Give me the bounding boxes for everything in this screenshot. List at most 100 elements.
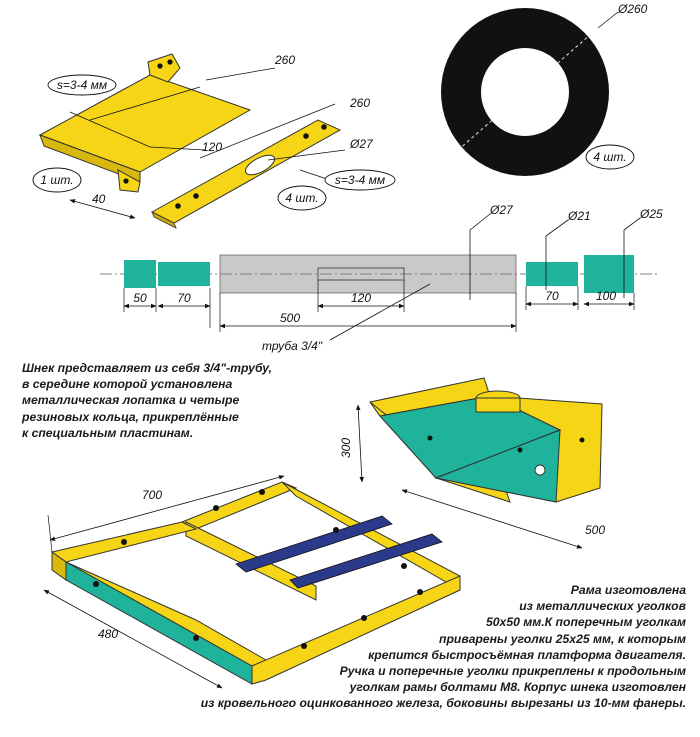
leader-line [149, 146, 206, 151]
frame-right-front [251, 575, 461, 685]
plate-width-label: 120 [202, 140, 222, 154]
ring-diameter-label: Ø260 [617, 2, 648, 16]
leader-line [545, 219, 569, 237]
bent-plate-part: s=3-4 мм 260 120 40 1 шт. [32, 53, 295, 219]
housing-hole [534, 464, 546, 476]
strip-hole [303, 133, 309, 139]
diameter-line [457, 27, 599, 151]
frame-hole [417, 589, 423, 595]
housing-outlet-body [475, 397, 521, 413]
housing-hole [579, 437, 585, 443]
strip-qty-label: 4 шт. [285, 191, 318, 205]
frame-length-label: 700 [142, 488, 162, 502]
plate-tab-bottom [117, 169, 141, 193]
qty-bubble [585, 144, 635, 170]
frame-back-rail [180, 481, 298, 530]
plate-thickness-label: s=3-4 мм [57, 78, 107, 92]
frame-description-line: крепится быстросъёмная платформа двигате… [368, 647, 686, 662]
frame-description-line: 50х50 мм.К поперечным уголкам [485, 615, 686, 630]
shaft-pipe-label: труба 3/4" [262, 339, 323, 353]
callout-bubble [47, 74, 117, 96]
shaft-right-end [584, 255, 634, 293]
ext-line [47, 514, 53, 553]
frame-description-line: приварены уголки 25х25 мм, к которым [439, 631, 686, 646]
shaft-right-step [526, 262, 578, 286]
shaft-d-mid: Ø21 [567, 209, 591, 223]
strip-thickness-label: s=3-4 мм [335, 173, 385, 187]
tab-hole [123, 178, 129, 184]
dim-line [356, 404, 364, 483]
frame-drawing: 700 480 [43, 475, 461, 689]
frame-description-line: уголкам рамы болтами М8. Корпус шнека из… [349, 680, 686, 695]
frame-description-line: из металлических уголков [519, 599, 686, 614]
shaft-len-left-1: 50 [133, 291, 147, 305]
shaft-d-end: Ø25 [639, 207, 663, 221]
ring-qty-label: 4 шт. [593, 150, 626, 164]
frame-description-line: из кровельного оцинкованного железа, бок… [200, 696, 686, 711]
shaft-len-pipe: 500 [280, 311, 300, 325]
auger-description-line: металлическая лопатка и четыре [22, 393, 240, 408]
rubber-ring-part: Ø260 4 шт. [441, 2, 648, 176]
leader-line [469, 213, 491, 231]
leader-line [267, 149, 346, 161]
strip-hole [193, 193, 199, 199]
strip-hole-label: Ø27 [349, 137, 374, 151]
frame-description: Рама изготовлена из металлических уголко… [86, 582, 686, 712]
ring-inner [481, 48, 569, 136]
motor-rail [289, 533, 443, 589]
leader-line [623, 217, 641, 231]
strip-hole [321, 124, 327, 130]
perforated-strip-part: 260 Ø27 s=3-4 мм 4 шт. [150, 96, 396, 229]
strip-edge [151, 211, 177, 229]
frame-hole [401, 563, 407, 569]
plate-qty-label: 1 шт. [40, 173, 73, 187]
auger-description-line: в середине которой установлена [22, 377, 233, 392]
pipe-slot [317, 267, 405, 281]
frame-hole [121, 539, 127, 545]
housing-hole [427, 435, 433, 441]
shaft-left-end [124, 260, 156, 288]
qty-bubble [277, 185, 327, 211]
frame-hole [213, 505, 219, 511]
auger-housing-drawing: 300 500 [339, 377, 605, 549]
leader-line [597, 11, 619, 29]
shaft-len-right-2: 100 [596, 289, 616, 303]
auger-description-line: к специальным пластинам. [22, 425, 194, 440]
frame-hole [333, 527, 339, 533]
shaft-len-slot: 120 [351, 291, 371, 305]
shaft-len-left-2: 70 [177, 291, 191, 305]
dim-line [89, 86, 201, 121]
leader-line [329, 283, 431, 341]
frame-hole [259, 489, 265, 495]
frame-hole [301, 643, 307, 649]
shaft-d-pipe: Ø27 [489, 203, 514, 217]
frame-description-line: Рама изготовлена [570, 583, 686, 597]
leader-line [205, 67, 276, 81]
callout-bubble [324, 169, 396, 191]
shaft-left-step [158, 262, 210, 286]
frame-hole [93, 581, 99, 587]
auger-description-line: резиновых кольца, прикреплённые [22, 409, 239, 424]
housing-hole [517, 447, 523, 453]
plate-length-label: 260 [274, 53, 295, 67]
strip-center-hole [244, 154, 276, 176]
strip-length-label: 260 [349, 96, 370, 110]
housing-height-label: 300 [339, 438, 353, 458]
auger-description-line: Шнек представляет из себя 3/4"-трубу, [22, 361, 272, 375]
frame-hole [361, 615, 367, 621]
plate-tab-label: 40 [92, 192, 106, 206]
dim-line [69, 111, 151, 148]
housing-length-label: 500 [585, 523, 605, 537]
tab-hole [167, 59, 173, 65]
dim-line [199, 103, 336, 159]
shaft-len-right-1: 70 [545, 289, 559, 303]
dim-line [69, 199, 136, 219]
auger-shaft-drawing: 50 70 120 500 труба 3/4" 70 100 Ø27 Ø21 … [100, 203, 663, 353]
motor-rail [235, 515, 393, 573]
dim-line [49, 475, 285, 541]
strip-hole [175, 203, 181, 209]
frame-width-label: 480 [98, 627, 118, 641]
dim-line [401, 489, 583, 549]
dim-line [43, 589, 223, 689]
